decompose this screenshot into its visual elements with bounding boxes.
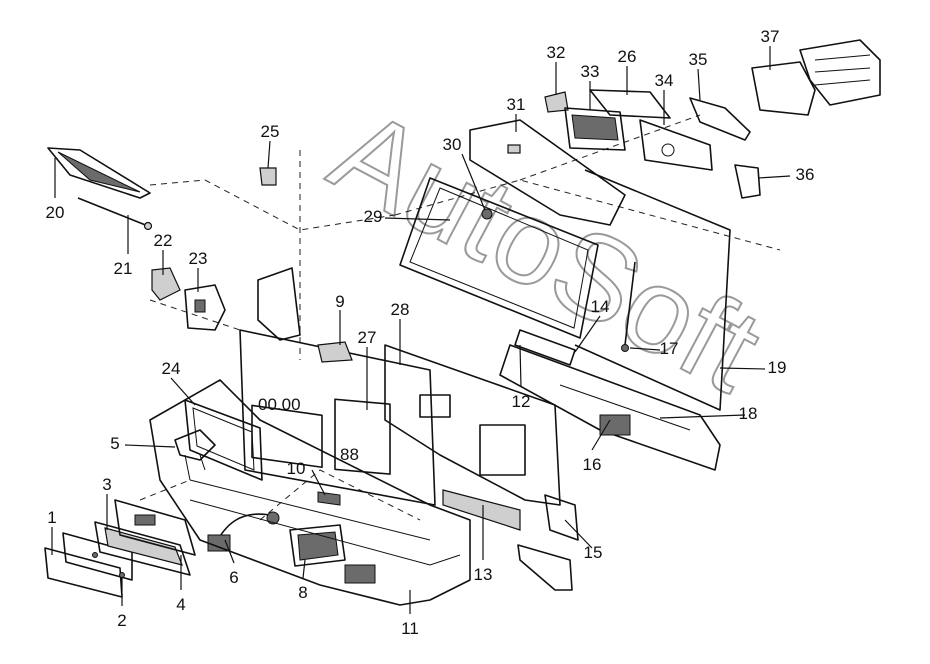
rear-window-glass xyxy=(399,177,599,339)
svg-text:88: 88 xyxy=(340,445,359,464)
tail-lamp xyxy=(184,399,263,481)
callout-13: 13 xyxy=(474,565,493,584)
callout-10: 10 xyxy=(287,459,306,478)
callout-4: 4 xyxy=(176,595,185,614)
callout-9: 9 xyxy=(335,292,344,311)
callout-25: 25 xyxy=(261,122,280,141)
washer-nozzle xyxy=(481,208,493,220)
callout-2: 2 xyxy=(117,611,126,630)
callout-36: 36 xyxy=(796,165,815,184)
callout-16: 16 xyxy=(583,455,602,474)
callout-27: 27 xyxy=(358,328,377,347)
callout-20: 20 xyxy=(46,203,65,222)
callout-14: 14 xyxy=(591,297,610,316)
weatherstrip-seal xyxy=(574,169,731,411)
callout-31: 31 xyxy=(507,95,526,114)
callout-1: 1 xyxy=(47,508,56,527)
handle-trim-cover xyxy=(589,89,671,119)
tail-lamp-socket xyxy=(174,429,216,481)
retaining-clip xyxy=(259,167,277,186)
callout-11: 11 xyxy=(401,619,419,638)
lower-rail xyxy=(499,344,721,471)
handle-housing xyxy=(639,119,713,171)
plate-bracket xyxy=(94,521,191,576)
watermark-text: AutoSoft xyxy=(312,83,781,417)
parcel-shelf xyxy=(47,147,151,199)
callout-24: 24 xyxy=(162,359,181,378)
rear-bumper xyxy=(149,379,471,606)
callout-30: 30 xyxy=(443,135,462,154)
mounting-clip xyxy=(151,267,181,301)
callout-28: 28 xyxy=(391,300,410,319)
callout-34: 34 xyxy=(655,71,674,90)
callout-18: 18 xyxy=(739,404,758,423)
lock-actuator xyxy=(184,284,226,331)
callout-23: 23 xyxy=(189,249,208,268)
strut-mount xyxy=(514,329,576,366)
reflector xyxy=(289,524,346,567)
leader-lines xyxy=(51,46,791,614)
rear-spoiler xyxy=(469,119,626,226)
assembly-dashed-lines xyxy=(139,114,781,521)
small-bracket xyxy=(544,91,569,113)
watermark: AutoSoft xyxy=(311,82,782,418)
bumper-latch xyxy=(317,491,341,506)
callout-19: 19 xyxy=(768,358,787,377)
callout-35: 35 xyxy=(689,50,708,69)
callout-12: 12 xyxy=(512,392,531,411)
tailgate-trim-panel xyxy=(384,344,561,506)
callout-32: 32 xyxy=(547,43,566,62)
hinge-support xyxy=(257,267,301,341)
callout-29: 29 xyxy=(364,207,383,226)
plate-lamp-housing xyxy=(114,499,196,556)
wiper-motor xyxy=(751,39,881,116)
lock-bracket xyxy=(734,164,761,199)
callout-3: 3 xyxy=(102,475,111,494)
callout-17: 17 xyxy=(660,339,679,358)
reinforcement-plate xyxy=(689,97,751,141)
callout-33: 33 xyxy=(581,62,600,81)
sill-strip xyxy=(442,489,521,531)
gas-strut xyxy=(621,261,636,352)
part-number-callouts: 1234568910111213141516171819202122232425… xyxy=(46,27,815,638)
callout-5: 5 xyxy=(110,434,119,453)
tailgate-handle xyxy=(564,107,626,151)
hinge-bracket xyxy=(517,494,579,591)
callout-37: 37 xyxy=(761,27,780,46)
callout-6: 6 xyxy=(229,568,238,587)
callout-26: 26 xyxy=(618,47,637,66)
svg-text:00.00: 00.00 xyxy=(258,395,301,414)
callout-22: 22 xyxy=(154,231,173,250)
tailgate-latch xyxy=(317,341,353,363)
callout-21: 21 xyxy=(114,259,133,278)
wiring-harness xyxy=(207,511,280,552)
callout-15: 15 xyxy=(584,543,603,562)
callout-8: 8 xyxy=(298,583,307,602)
shelf-rod xyxy=(77,197,153,231)
